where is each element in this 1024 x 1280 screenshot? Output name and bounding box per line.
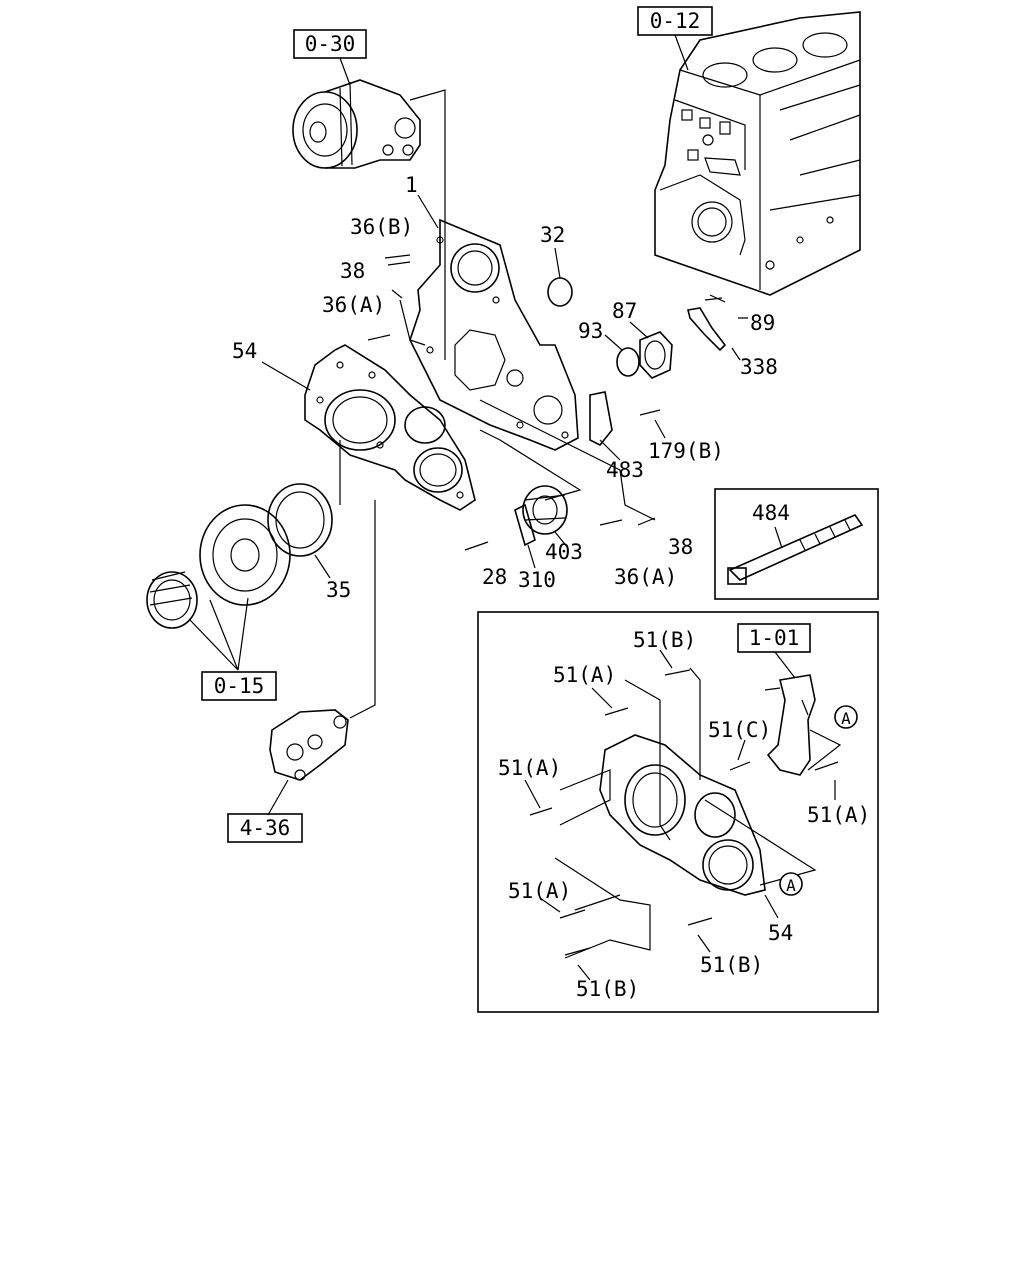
label-38-bottom: 38 [668, 535, 693, 559]
reference-box-0-30[interactable]: 0-30 [293, 29, 367, 59]
bracket-483-drawing [589, 391, 666, 461]
label-32: 32 [540, 223, 565, 247]
part-labels: 1 36(B) 38 36(A) 32 54 87 89 93 338 179(… [232, 173, 778, 602]
reference-text: 0-15 [214, 674, 265, 698]
label-36b: 36(B) [350, 215, 413, 239]
bolts-drawing [367, 254, 656, 551]
label-54: 54 [232, 339, 257, 363]
label-51a-1: 51(A) [553, 663, 616, 687]
cable-tie-box: 484 [714, 488, 879, 600]
water-pump-drawing [292, 57, 446, 215]
label-310: 310 [518, 568, 556, 592]
label-1: 1 [405, 173, 418, 197]
label-51a-2: 51(A) [498, 756, 561, 780]
label-87: 87 [612, 299, 637, 323]
label-51b-top: 51(B) [633, 628, 696, 652]
bracket-89-drawing [687, 294, 748, 361]
label-89: 89 [750, 311, 775, 335]
bearing-holder-87-drawing [604, 321, 673, 379]
reference-box-1-01[interactable]: 1-01 [737, 623, 811, 653]
label-179b: 179(B) [648, 439, 724, 463]
engine-block-drawing [654, 11, 861, 296]
label-51a-4: 51(A) [508, 879, 571, 903]
trace-lines [399, 299, 656, 521]
label-51a-3: 51(A) [807, 803, 870, 827]
reference-box-4-36[interactable]: 4-36 [227, 813, 303, 843]
reference-box-0-12[interactable]: 0-12 [637, 6, 713, 36]
label-51b-2: 51(B) [700, 953, 763, 977]
o-ring-32-drawing [547, 247, 573, 307]
label-36a-top: 36(A) [322, 293, 385, 317]
label-36a-bottom: 36(A) [614, 565, 677, 589]
timing-gear-case-drawing [409, 194, 579, 451]
oil-seal-drawing [267, 440, 341, 579]
label-403: 403 [545, 540, 583, 564]
label-483: 483 [606, 458, 644, 482]
reference-box-0-15[interactable]: 0-15 [201, 671, 277, 701]
reference-text: 4-36 [240, 816, 291, 840]
label-35: 35 [326, 578, 351, 602]
label-338: 338 [740, 355, 778, 379]
label-484: 484 [752, 501, 790, 525]
reference-text: 1-01 [749, 626, 800, 650]
label-51b-3: 51(B) [576, 977, 639, 1001]
label-54-detail: 54 [768, 921, 793, 945]
reference-text: 0-30 [305, 32, 356, 56]
label-93: 93 [578, 319, 603, 343]
label-38-top: 38 [340, 259, 365, 283]
label-51c: 51(C) [708, 718, 771, 742]
detail-view-box: A A 51(B) 51(A) 51(C) 51(A) 51(A) 51(A) … [477, 611, 879, 1013]
oil-pump-drawing [267, 500, 376, 816]
circle-label-a-1: A [841, 709, 851, 728]
crank-pulley-drawing [146, 504, 291, 671]
reference-text: 0-12 [650, 9, 701, 33]
label-28: 28 [482, 565, 507, 589]
circle-label-a-2: A [786, 876, 796, 895]
